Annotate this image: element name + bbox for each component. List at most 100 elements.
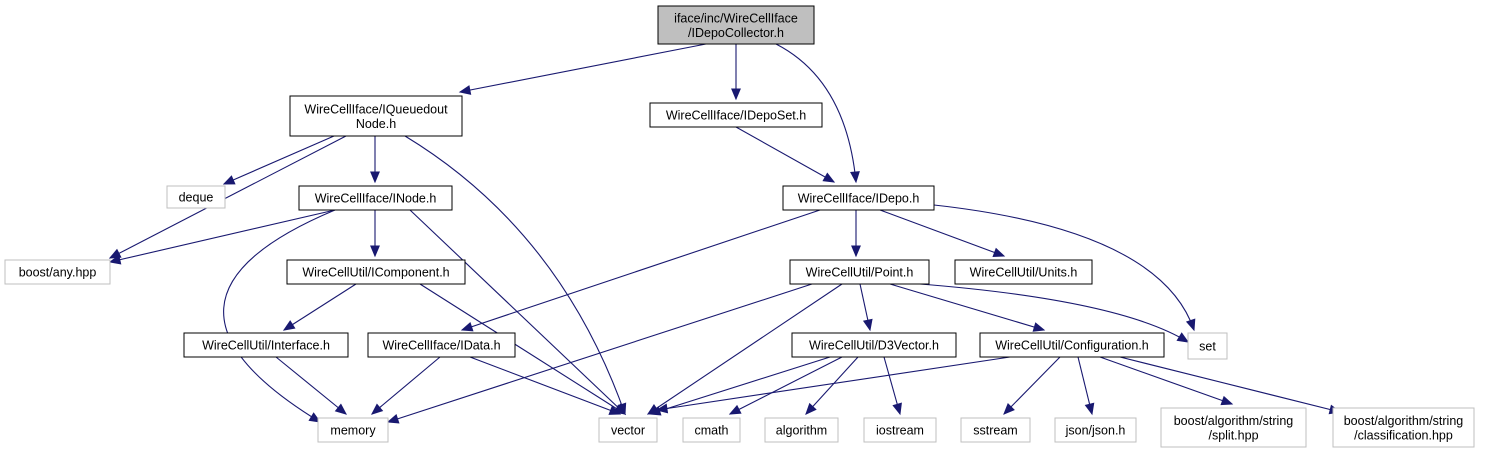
edge-idepo-to-point-arrowhead [851, 245, 861, 258]
node-ideposet-label: WireCellIface/IDepoSet.h [666, 109, 806, 123]
node-icomponent-box [286, 259, 466, 285]
node-boostany: boost/any.hpp [4, 259, 111, 285]
edge-idepo-to-idata [460, 209, 821, 332]
edge-inode-to-memory-arrowhead [308, 412, 322, 423]
node-ideposet-box [649, 102, 823, 128]
node-boostclass-label: boost/algorithm/string [1344, 414, 1464, 428]
node-point-label: WireCellUtil/Point.h [806, 266, 914, 280]
edge-idepo-to-point [851, 210, 861, 258]
node-sstream-box [960, 417, 1031, 443]
node-sstream: sstream [960, 417, 1031, 443]
edge-idepo-to-set-line [933, 204, 1195, 331]
edge-idepo-to-set-arrowhead [1185, 318, 1196, 332]
edge-d3vector-to-vector [648, 356, 831, 416]
node-ideque: deque [166, 185, 226, 209]
edge-iqueuedout-to-inode [370, 136, 380, 184]
node-iostream: iostream [863, 417, 937, 443]
edge-inode-to-memory [223, 209, 336, 423]
edge-point-to-vector-line [647, 283, 843, 415]
edge-point-to-configuration-arrowhead [1032, 322, 1046, 332]
edge-configuration-to-sstream-arrowhead [1003, 403, 1015, 415]
node-configuration[interactable]: WireCellUtil/Configuration.h [979, 332, 1165, 358]
node-inode-label: WireCellIface/INode.h [315, 192, 437, 206]
edge-idata-to-memory [371, 356, 441, 415]
edge-point-to-d3vector-arrowhead [862, 318, 873, 332]
edge-inode-to-vector [409, 209, 626, 415]
edge-point-to-memory-line [387, 283, 813, 423]
edge-root-to-idepo-line [775, 43, 857, 183]
edge-idata-to-memory-line [371, 356, 441, 415]
node-set-box [1187, 332, 1228, 360]
edge-d3vector-to-iostream [883, 356, 902, 416]
edge-point-to-memory-arrowhead [386, 414, 400, 424]
node-root-label: /IDepoCollector.h [688, 26, 784, 40]
node-d3vector[interactable]: WireCellUtil/D3Vector.h [791, 332, 957, 358]
node-inode[interactable]: WireCellIface/INode.h [298, 185, 453, 211]
edge-point-to-set-line [919, 283, 1189, 343]
edge-root-to-ideposet-arrowhead [731, 88, 741, 101]
node-iostream-box [863, 417, 937, 443]
node-idata-box [367, 332, 516, 358]
node-algorithm: algorithm [764, 417, 839, 443]
node-idata[interactable]: WireCellIface/IData.h [367, 332, 516, 358]
node-vector-box [598, 417, 658, 443]
edge-inode-to-boostany-line [109, 209, 336, 263]
edge-configuration-to-boostsplit-line [1099, 356, 1233, 405]
edge-d3vector-to-cmath [728, 356, 843, 415]
edge-point-to-configuration-line [889, 283, 1045, 331]
node-point[interactable]: WireCellUtil/Point.h [789, 259, 930, 285]
edge-idata-to-memory-arrowhead [371, 403, 384, 415]
edge-icomponent-to-interface-arrowhead [282, 320, 296, 331]
node-d3vector-label: WireCellUtil/D3Vector.h [809, 339, 939, 353]
edge-iqueuedout-to-boostany-line [109, 135, 347, 259]
edge-idepo-to-set [933, 204, 1196, 332]
edge-idepo-to-units-line [879, 209, 1005, 257]
node-inode-box [298, 185, 453, 211]
node-root[interactable]: iface/inc/WireCellIface/IDepoCollector.h [657, 5, 815, 45]
edge-point-to-configuration [889, 283, 1046, 332]
node-idepo[interactable]: WireCellIface/IDepo.h [782, 185, 935, 211]
edge-configuration-to-vector [655, 356, 1011, 414]
node-boostsplit-box [1160, 407, 1307, 448]
edge-iqueuedout-to-ideque [222, 135, 335, 185]
edge-iqueuedout-to-ideque-line [223, 135, 335, 185]
node-iqueuedout-label: WireCellIface/IQueuedout [304, 102, 448, 116]
node-iqueuedout-box [289, 95, 463, 137]
edge-d3vector-to-cmath-arrowhead [728, 404, 742, 415]
edge-idata-to-vector-arrowhead [608, 405, 622, 415]
node-interface[interactable]: WireCellUtil/Interface.h [183, 332, 349, 358]
node-cmath-label: cmath [694, 424, 728, 438]
node-d3vector-box [791, 332, 957, 358]
node-root-box [657, 5, 815, 45]
node-icomponent[interactable]: WireCellUtil/IComponent.h [286, 259, 466, 285]
node-set-label: set [1199, 340, 1216, 354]
edge-d3vector-to-algorithm-line [805, 356, 859, 415]
edge-idepo-to-units-arrowhead [992, 247, 1006, 257]
edge-root-to-idepo [775, 43, 860, 184]
edge-icomponent-to-interface [282, 283, 357, 331]
edge-root-to-ideposet [731, 44, 741, 101]
edge-idata-to-vector [469, 356, 622, 415]
edge-root-to-iqueuedout-arrowhead [458, 85, 472, 95]
node-units[interactable]: WireCellUtil/Units.h [954, 259, 1093, 285]
node-boostsplit: boost/algorithm/string/split.hpp [1160, 407, 1307, 448]
edge-root-to-iqueuedout [458, 43, 707, 95]
node-icomponent-label: WireCellUtil/IComponent.h [302, 266, 449, 280]
edge-interface-to-memory [275, 356, 348, 415]
edge-configuration-to-boostsplit [1099, 356, 1234, 406]
edge-icomponent-to-vector-line [419, 283, 626, 415]
node-units-label: WireCellUtil/Units.h [970, 266, 1078, 280]
node-vector: vector [598, 417, 658, 443]
node-boostclass: boost/algorithm/string/classification.hp… [1332, 407, 1475, 448]
edge-ideposet-to-idepo-arrowhead [822, 172, 836, 183]
edge-inode-to-vector-line [409, 209, 626, 415]
node-jsonjson-label: json/json.h [1065, 424, 1126, 438]
edge-inode-to-boostany-arrowhead [108, 254, 122, 265]
edge-iqueuedout-to-vector-line [404, 135, 626, 415]
node-algorithm-box [764, 417, 839, 443]
edge-interface-to-memory-line [275, 356, 347, 415]
edge-configuration-to-boostsplit-arrowhead [1220, 395, 1234, 406]
node-ideposet[interactable]: WireCellIface/IDepoSet.h [649, 102, 823, 128]
edge-icomponent-to-interface-line [283, 283, 357, 331]
